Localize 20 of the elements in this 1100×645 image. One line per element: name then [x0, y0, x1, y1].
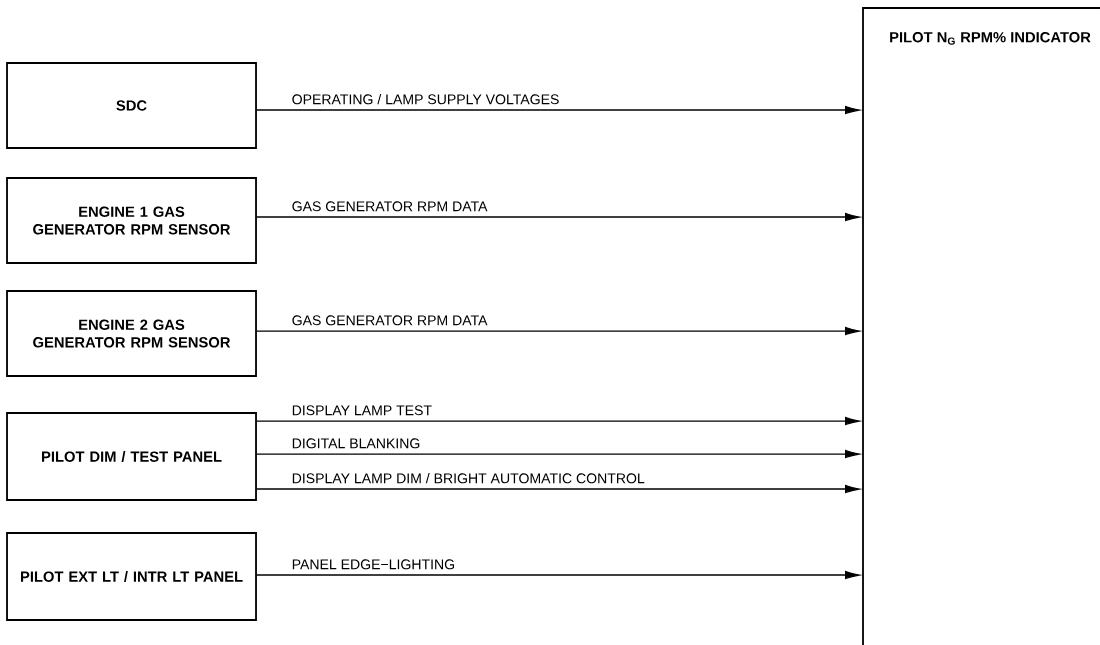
arrow — [256, 416, 860, 426]
edge-label: GAS GENERATOR RPM DATA — [292, 315, 488, 326]
edge-label: DISPLAY LAMP TEST — [292, 405, 432, 416]
indicator-box: PILOT N$_{G}$ RPM% INDICATOR — [862, 7, 1100, 645]
edge-label: DIGITAL BLANKING — [292, 438, 420, 449]
arrow — [256, 449, 860, 459]
arrow — [256, 570, 860, 580]
arrow — [256, 484, 860, 494]
arrow — [256, 105, 860, 115]
arrow — [256, 326, 860, 336]
edge-label: DISPLAY LAMP DIM / BRIGHT AUTOMATIC CONTROL — [292, 473, 645, 484]
block-box: ENGINE 1 GAS GENERATOR RPM SENSOR — [6, 177, 257, 264]
arrow — [256, 212, 860, 222]
block-box: ENGINE 2 GAS GENERATOR RPM SENSOR — [6, 290, 257, 377]
edge-label: GAS GENERATOR RPM DATA — [292, 201, 488, 212]
block-box: SDC — [6, 62, 257, 149]
block-box: PILOT DIM / TEST PANEL — [6, 412, 257, 501]
edge-label: OPERATING / LAMP SUPPLY VOLTAGES — [292, 94, 559, 105]
block-box: PILOT EXT LT / INTR LT PANEL — [6, 532, 257, 621]
edge-label: PANEL EDGE−LIGHTING — [292, 559, 455, 570]
